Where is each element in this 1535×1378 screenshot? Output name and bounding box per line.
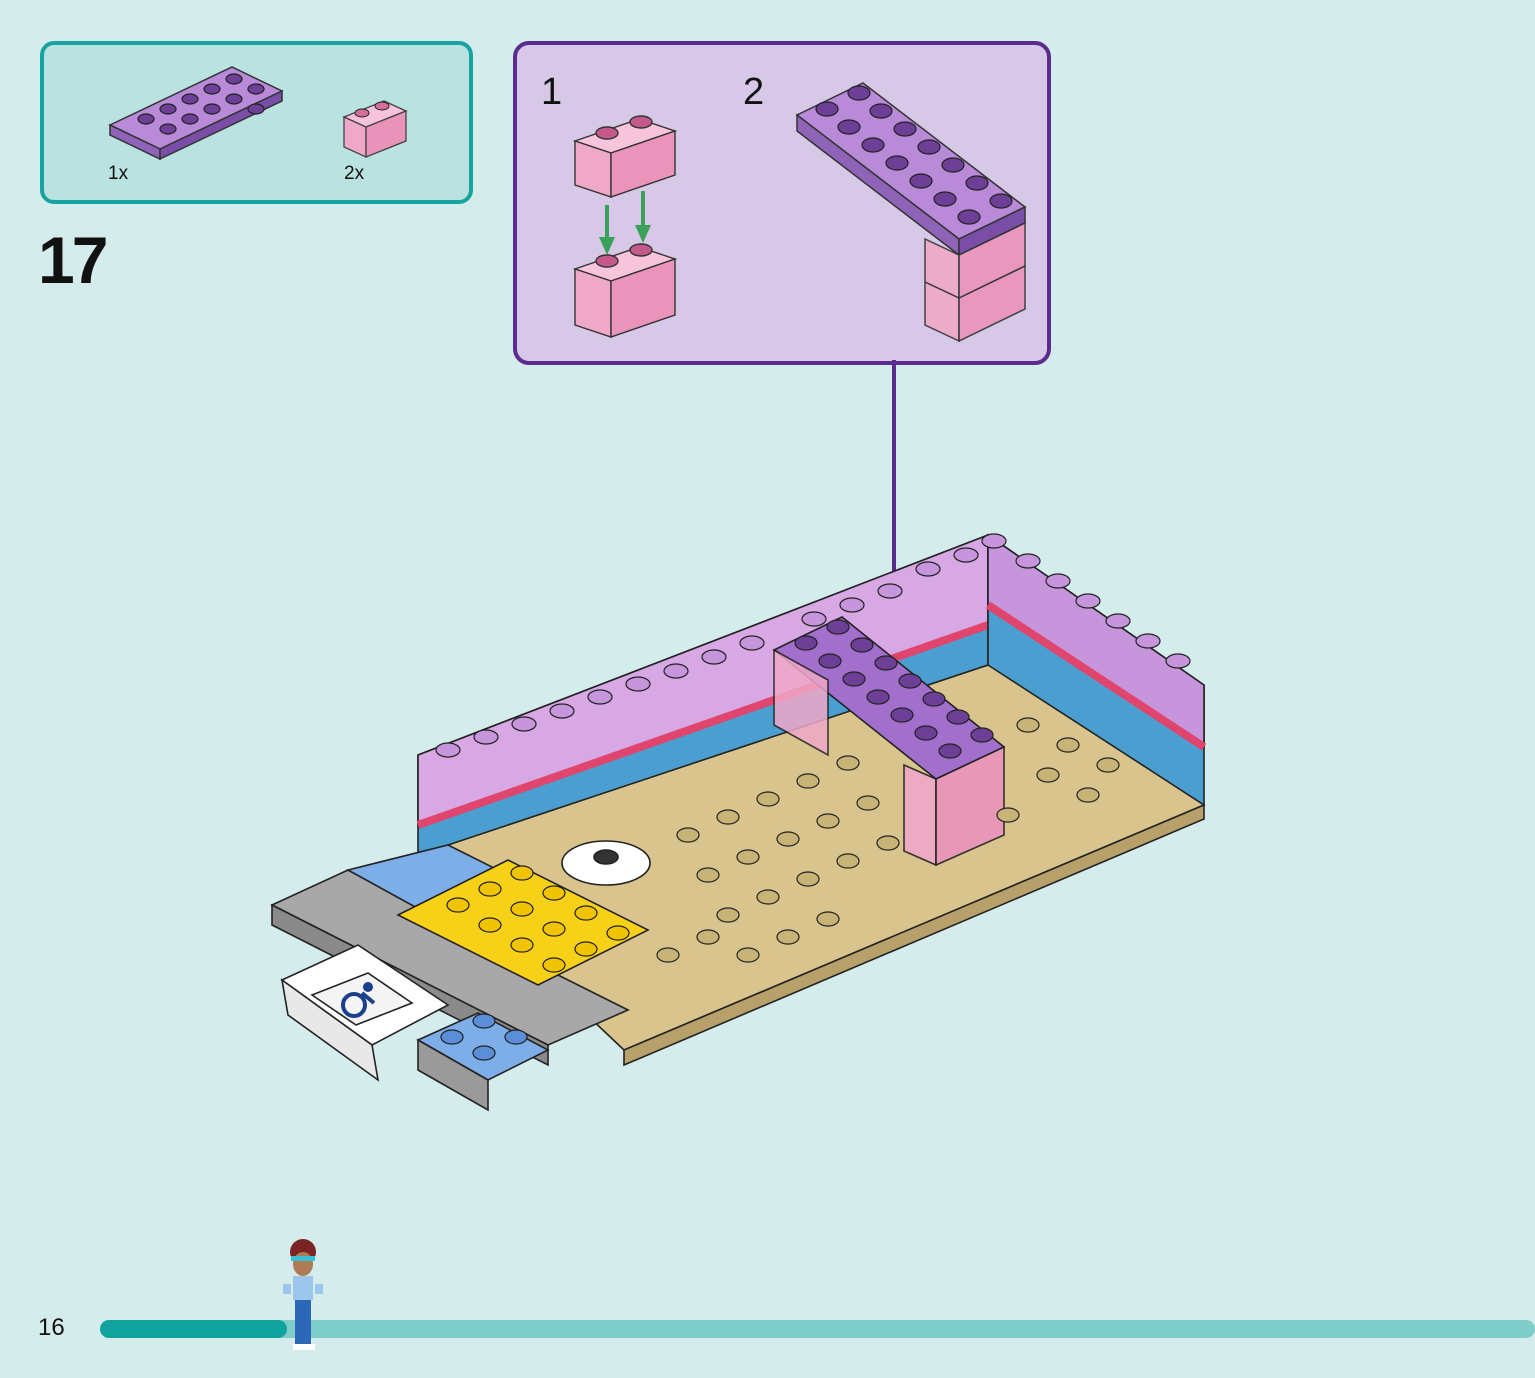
wheelchair-icon (341, 982, 376, 1018)
step-number: 17 (38, 223, 108, 297)
progress-fill (100, 1320, 287, 1338)
page-number: 16 (38, 1314, 65, 1341)
pink-brick-icon (342, 100, 408, 159)
part-qty-brick: 2x (344, 163, 365, 184)
sub-step-2-label: 2 (743, 71, 765, 113)
part-qty-plate: 1x (108, 163, 129, 184)
main-model-illustration (270, 533, 1207, 1112)
sub-step-2-illustration (795, 82, 1027, 343)
purple-plate-icon (108, 66, 284, 161)
sub-step-1-label: 1 (541, 71, 563, 113)
minifigure-marker-icon (283, 1239, 323, 1350)
progress-bar (100, 1320, 1535, 1338)
parts-callout: 1x 2x (40, 41, 473, 204)
sub-assembly-callout: 1 2 (513, 41, 1051, 365)
sub-step-1-illustration (572, 115, 678, 338)
